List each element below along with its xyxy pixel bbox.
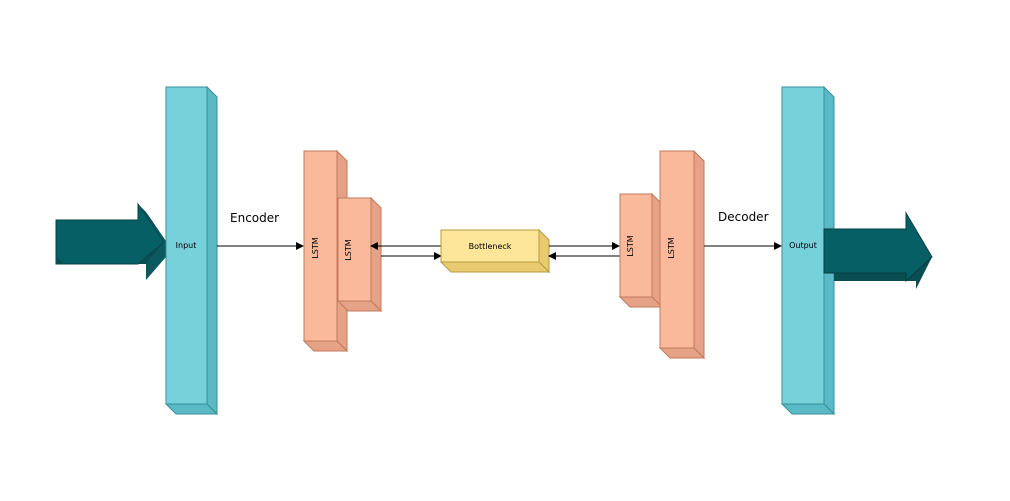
encoder-label: Encoder <box>230 211 279 225</box>
bottleneck-label: Bottleneck <box>469 242 512 251</box>
decoder-lstm-2: LSTM <box>658 149 706 360</box>
input-block: Input <box>164 85 219 416</box>
decoder-label: Decoder <box>718 210 769 224</box>
output-flow-arrow <box>823 211 933 289</box>
bottleneck-block: Bottleneck <box>439 228 551 274</box>
encoder-lstm-2: LSTM <box>336 196 383 313</box>
input-label: Input <box>176 241 197 250</box>
decoder-lstm-1: LSTM <box>618 192 664 309</box>
decoder-lstm-1-label: LSTM <box>626 235 635 256</box>
encoder-lstm-2-label: LSTM <box>344 239 353 260</box>
decoder-lstm-2-label: LSTM <box>667 237 676 258</box>
input-flow-arrow <box>55 202 172 280</box>
output-label: Output <box>789 241 817 250</box>
output-block: Output <box>780 85 836 416</box>
encoder-lstm-1-label: LSTM <box>311 237 320 258</box>
